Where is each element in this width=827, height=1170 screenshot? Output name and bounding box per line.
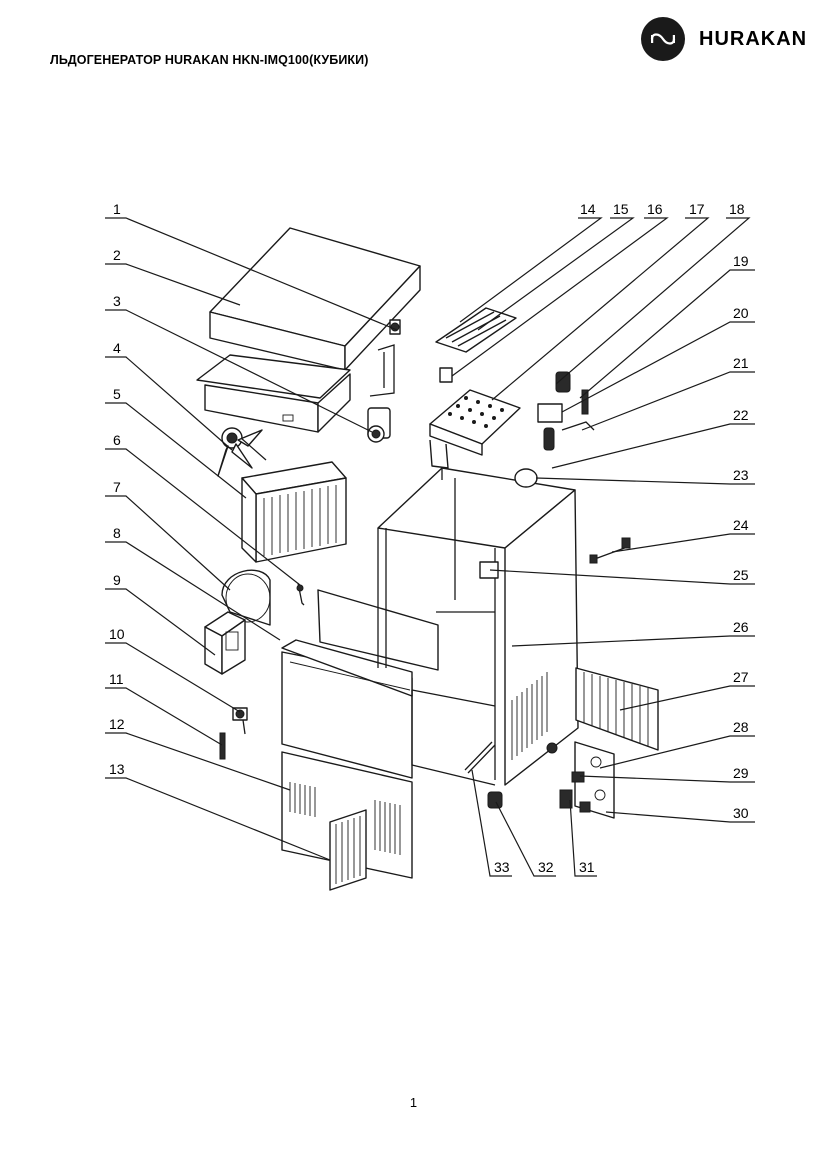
callout-numbers: 1 2 3 4 5 6 7 8 9 10 11 12 13 14 15 16 1… — [109, 201, 749, 875]
evaporator-coil — [435, 307, 517, 383]
main-cabinet — [377, 467, 579, 786]
callout-11: 11 — [109, 671, 124, 687]
callout-14: 14 — [580, 201, 596, 217]
ice-mould-tray — [429, 389, 521, 469]
pump-motor — [367, 407, 391, 443]
callout-23: 23 — [733, 467, 749, 483]
leader-lines — [105, 217, 755, 877]
callout-25: 25 — [733, 567, 749, 583]
callout-13: 13 — [109, 761, 125, 777]
callout-6: 6 — [113, 432, 121, 448]
bin-handle — [589, 537, 631, 564]
parts-drawing — [196, 227, 659, 891]
top-tray — [196, 354, 351, 433]
sensor-probe — [219, 732, 226, 760]
callout-30: 30 — [733, 805, 749, 821]
callout-31: 31 — [579, 859, 595, 875]
callout-4: 4 — [113, 340, 121, 356]
callout-17: 17 — [689, 201, 705, 217]
drain-valve — [559, 789, 573, 809]
leveling-foot — [487, 791, 503, 809]
top-cover — [209, 227, 421, 371]
control-box — [204, 611, 246, 675]
condenser-fan — [217, 427, 267, 477]
ice-scoop — [464, 741, 496, 774]
callout-32: 32 — [538, 859, 554, 875]
callout-12: 12 — [109, 716, 125, 732]
hurakan-logo-icon — [641, 17, 685, 61]
callout-28: 28 — [733, 719, 749, 735]
callout-15: 15 — [613, 201, 629, 217]
float-ball — [514, 468, 538, 488]
callout-5: 5 — [113, 386, 121, 402]
callout-29: 29 — [733, 765, 749, 781]
rear-grille — [575, 667, 659, 751]
rear-plate — [571, 741, 615, 819]
callout-33: 33 — [494, 859, 510, 875]
front-panel-lower — [281, 751, 413, 879]
callout-1: 1 — [113, 201, 121, 217]
callout-2: 2 — [113, 247, 121, 263]
brand-logo: HURAKAN — [641, 17, 816, 61]
callout-16: 16 — [647, 201, 663, 217]
callout-7: 7 — [113, 479, 121, 495]
callout-3: 3 — [113, 293, 121, 309]
ice-bin-door — [329, 809, 367, 891]
page-number: 1 — [409, 1095, 418, 1110]
document-title: ЛЬДОГЕНЕРАТОР HURAKAN HKN-IMQ100(КУБИКИ) — [50, 53, 369, 67]
small-hook — [296, 582, 305, 606]
callout-8: 8 — [113, 525, 121, 541]
front-panel-upper — [281, 639, 413, 779]
callout-24: 24 — [733, 517, 749, 533]
callout-10: 10 — [109, 626, 125, 642]
callout-21: 21 — [733, 355, 749, 371]
callout-9: 9 — [113, 572, 121, 588]
callout-27: 27 — [733, 669, 749, 685]
callout-26: 26 — [733, 619, 749, 635]
condenser — [241, 461, 347, 563]
callout-20: 20 — [733, 305, 749, 321]
upper-right-valves — [537, 371, 595, 451]
small-valve — [232, 707, 248, 735]
brand-name: HURAKAN — [699, 27, 808, 50]
callout-19: 19 — [733, 253, 749, 269]
callout-22: 22 — [733, 407, 749, 423]
callout-18: 18 — [729, 201, 745, 217]
drain-pump — [546, 742, 558, 754]
